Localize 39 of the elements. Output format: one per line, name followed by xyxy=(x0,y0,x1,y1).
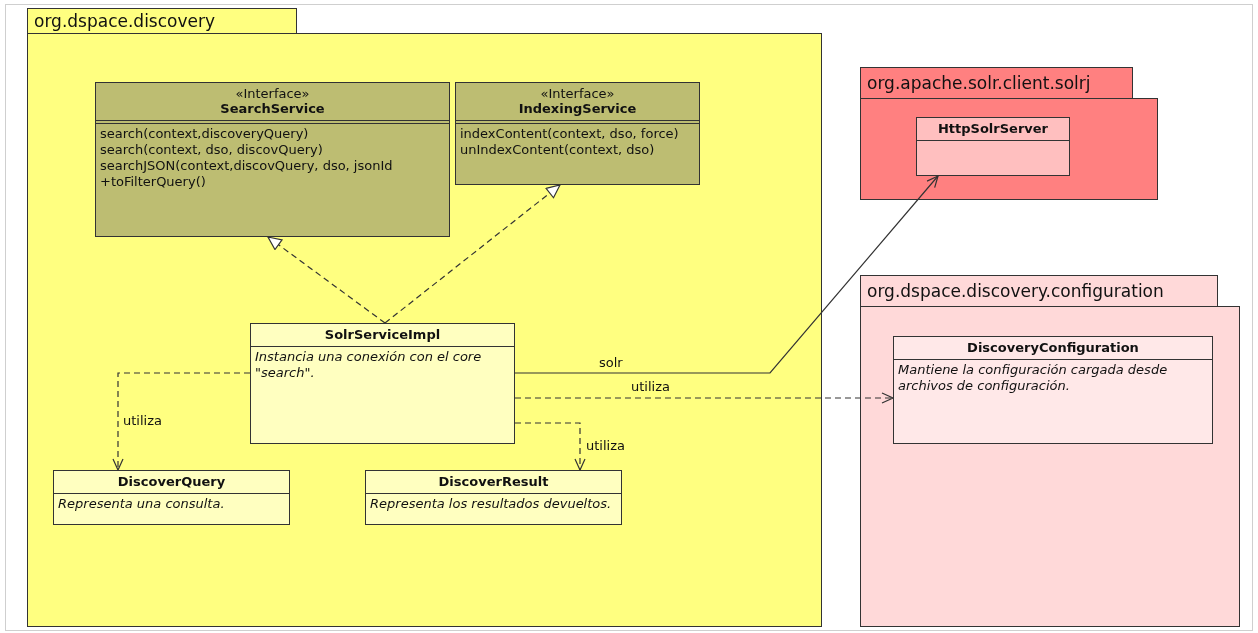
class-name: SolrServiceImpl xyxy=(323,327,442,342)
interface-name: SearchService xyxy=(219,101,326,116)
class-box xyxy=(250,323,515,444)
method-signature: search(context,discoveryQuery) xyxy=(100,126,310,142)
class-name: DiscoverResult xyxy=(437,474,550,489)
interface-name: IndexingService xyxy=(517,101,638,116)
edge-label: solr xyxy=(598,356,624,370)
realization-arrow xyxy=(267,236,386,324)
class-description: Mantiene la configuración cargada desde archivos de configuración. xyxy=(898,362,1169,394)
package-name: org.dspace.discovery xyxy=(34,11,216,31)
method-signature: indexContent(context, dso, force) xyxy=(460,126,680,142)
package-name: org.dspace.discovery.configuration xyxy=(867,281,1164,301)
method-signature: +toFilterQuery() xyxy=(100,174,207,190)
class-description: Representa los resultados devueltos. xyxy=(370,496,613,512)
edge-label: utiliza xyxy=(630,380,671,394)
package-name: org.apache.solr.client.solrj xyxy=(867,73,1091,93)
stereotype: «Interface» xyxy=(539,86,616,101)
class-description: Representa una consulta. xyxy=(58,496,226,512)
class-description: Instancia una conexión con el core "search". xyxy=(255,349,483,381)
interface-box xyxy=(455,82,700,185)
class-box xyxy=(916,117,1070,176)
class-name: DiscoveryConfiguration xyxy=(966,340,1140,355)
method-signature: unIndexContent(context, dso) xyxy=(460,142,656,158)
interface-box xyxy=(95,82,450,237)
class-name: HttpSolrServer xyxy=(936,121,1050,136)
class-box xyxy=(893,336,1213,444)
realization-arrow xyxy=(384,184,561,324)
method-signature: search(context, dso, discovQuery) xyxy=(100,142,324,158)
association-arrow xyxy=(514,175,939,374)
class-name: DiscoverQuery xyxy=(116,474,227,489)
stereotype: «Interface» xyxy=(234,86,311,101)
class-box xyxy=(53,470,290,525)
class-box xyxy=(365,470,622,525)
edge-label: utiliza xyxy=(122,414,163,428)
method-signature: searchJSON(context,discovQuery, dso, jsonId xyxy=(100,158,394,174)
edge-label: utiliza xyxy=(585,439,626,453)
dependency-arrow xyxy=(514,422,586,471)
dependency-arrow xyxy=(112,372,251,471)
dependency-arrow xyxy=(514,392,894,404)
